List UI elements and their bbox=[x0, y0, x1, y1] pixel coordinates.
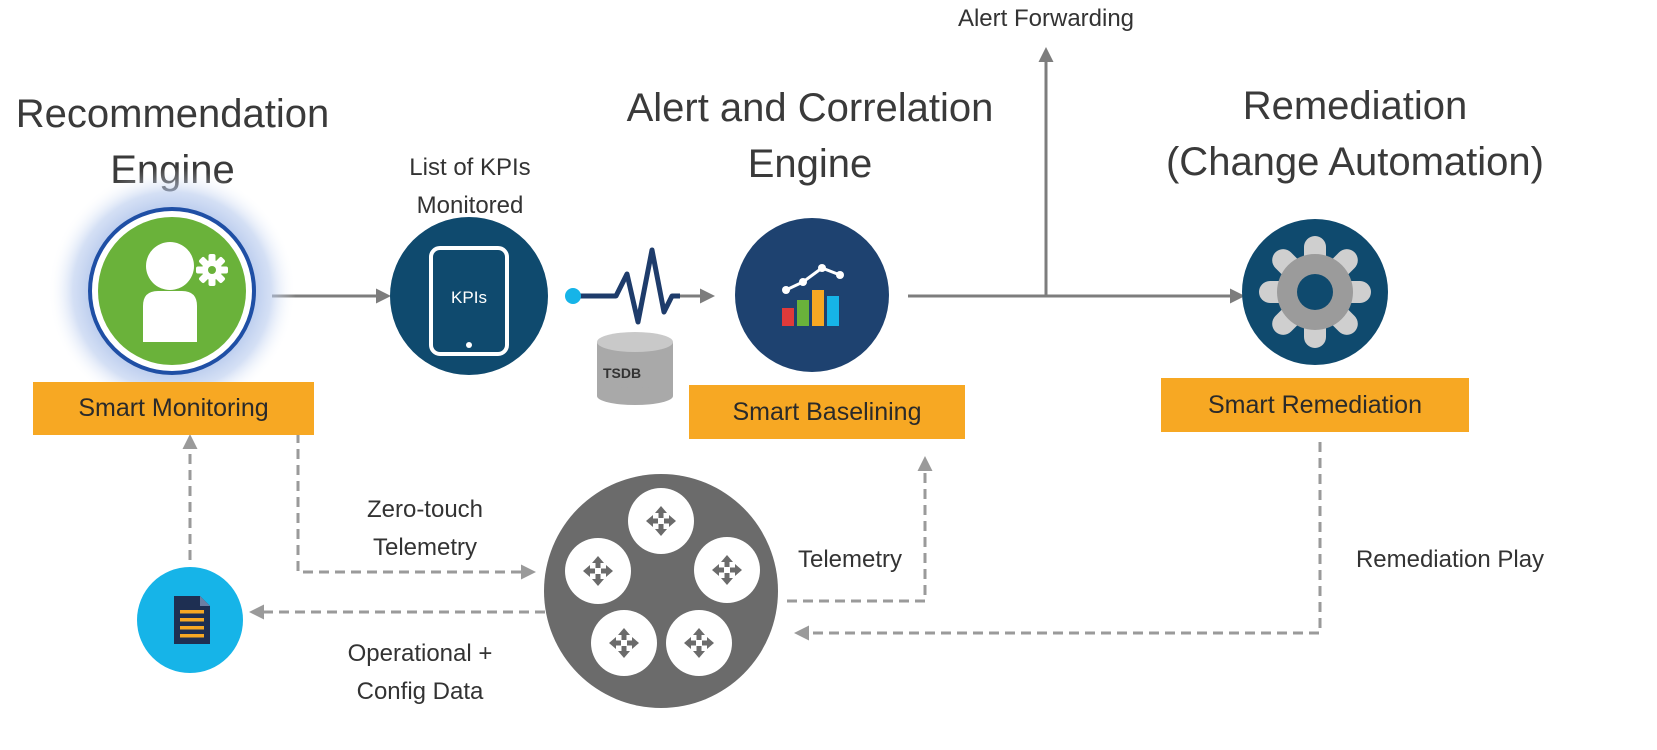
dashed-zero-touch bbox=[296, 433, 536, 580]
user-gear-icon bbox=[48, 167, 296, 415]
kpi-label: KPIs bbox=[451, 288, 487, 307]
remediation-play-label: Remediation Play bbox=[1355, 546, 1545, 573]
title-line: Remediation bbox=[1242, 84, 1468, 128]
document-icon bbox=[137, 567, 243, 673]
router-cluster-icon bbox=[544, 474, 778, 708]
title-line: Engine bbox=[747, 142, 873, 186]
title-line: (Change Automation) bbox=[1165, 140, 1544, 184]
alert-forwarding-label: Alert Forwarding bbox=[957, 5, 1135, 32]
label-line: Operational + bbox=[347, 640, 493, 667]
label-line: Config Data bbox=[356, 678, 484, 705]
label-line: Telemetry bbox=[372, 534, 478, 561]
dashed-remediation-play bbox=[794, 442, 1322, 641]
heartbeat-icon bbox=[565, 247, 680, 325]
telemetry-label: Telemetry bbox=[797, 546, 903, 573]
database-icon: TSDB bbox=[597, 332, 673, 405]
tsdb-label: TSDB bbox=[603, 365, 641, 381]
smart-monitoring-box: Smart Monitoring bbox=[33, 382, 314, 435]
smart-remediation-box: Smart Remediation bbox=[1161, 378, 1469, 432]
zero-touch-telemetry-label: Zero-touch Telemetry bbox=[340, 491, 510, 567]
label-line: Monitored bbox=[416, 192, 524, 219]
alert-correlation-engine-title: Alert and Correlation Engine bbox=[600, 80, 1020, 192]
operational-config-label: Operational + Config Data bbox=[320, 635, 520, 711]
kpi-tablet-icon: KPIs bbox=[390, 217, 548, 375]
list-of-kpis-label: List of KPIs Monitored bbox=[380, 149, 560, 225]
title-line: Recommendation bbox=[15, 92, 330, 136]
remediation-title: Remediation (Change Automation) bbox=[1150, 78, 1560, 190]
label-line: Zero-touch bbox=[366, 496, 484, 523]
title-line: Alert and Correlation bbox=[626, 86, 994, 130]
gear-icon bbox=[1242, 219, 1388, 365]
label-line: List of KPIs bbox=[409, 154, 531, 181]
smart-baselining-box: Smart Baselining bbox=[689, 385, 965, 439]
dashed-telemetry bbox=[787, 456, 933, 603]
chart-icon bbox=[735, 218, 889, 372]
